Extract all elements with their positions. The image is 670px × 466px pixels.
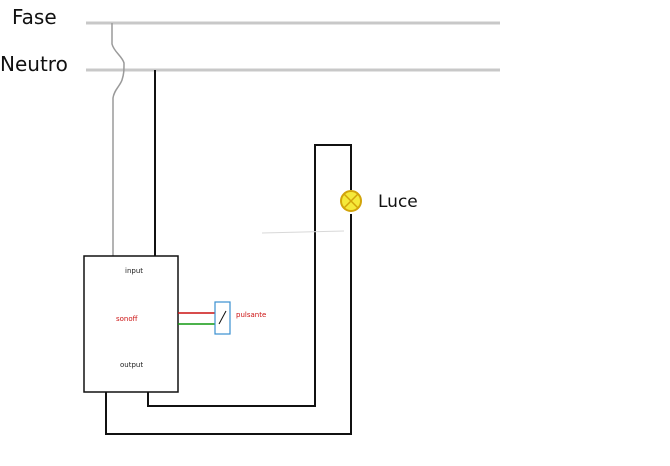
output-wire-lamp-top: [147, 144, 352, 407]
sonoff-output-label: output: [120, 361, 143, 369]
output-wire-lamp-bottom: [105, 214, 352, 435]
fase-label: Fase: [12, 5, 57, 29]
sonoff-input-label: input: [125, 267, 143, 275]
stray-line: [261, 230, 345, 234]
sonoff-label: sonoff: [116, 315, 138, 323]
sonoff-box: [83, 255, 179, 393]
luce-label: Luce: [378, 192, 418, 212]
neutro-label: Neutro: [0, 52, 68, 76]
fase-drop-wire: [111, 23, 125, 256]
pulsante-label: pulsante: [236, 311, 266, 319]
lamp-cross-2: [343, 193, 359, 209]
pulsante-contact: [218, 310, 227, 325]
